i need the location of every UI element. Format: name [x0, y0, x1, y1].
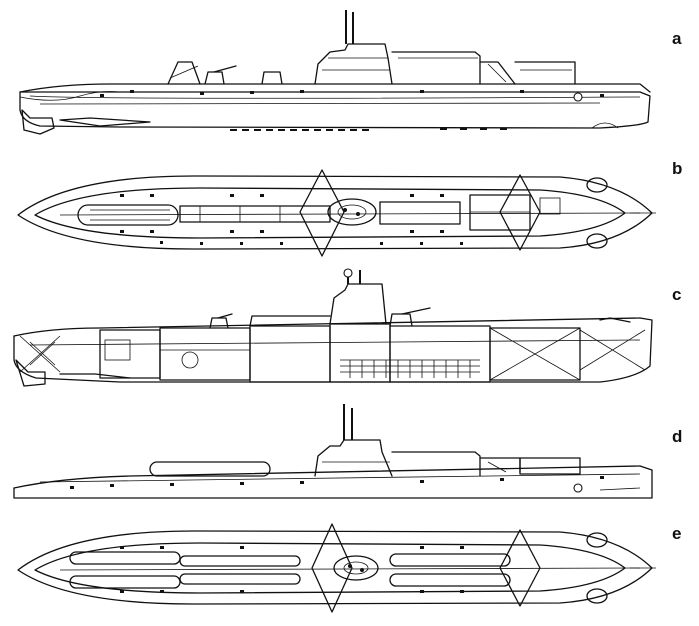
panel-e-top-plan [17, 523, 656, 613]
panel-label-e: e [672, 524, 682, 543]
panel-label-c: c [672, 285, 682, 304]
panel-label-a: a [672, 29, 682, 48]
panel-label-d: d [672, 427, 683, 446]
panel-d-side-profile [13, 404, 653, 499]
panel-b-top-plan [17, 169, 656, 257]
panel-a-side-profile [19, 10, 651, 135]
panel-label-b: b [672, 159, 683, 178]
panel-c-inboard-profile [13, 268, 653, 387]
